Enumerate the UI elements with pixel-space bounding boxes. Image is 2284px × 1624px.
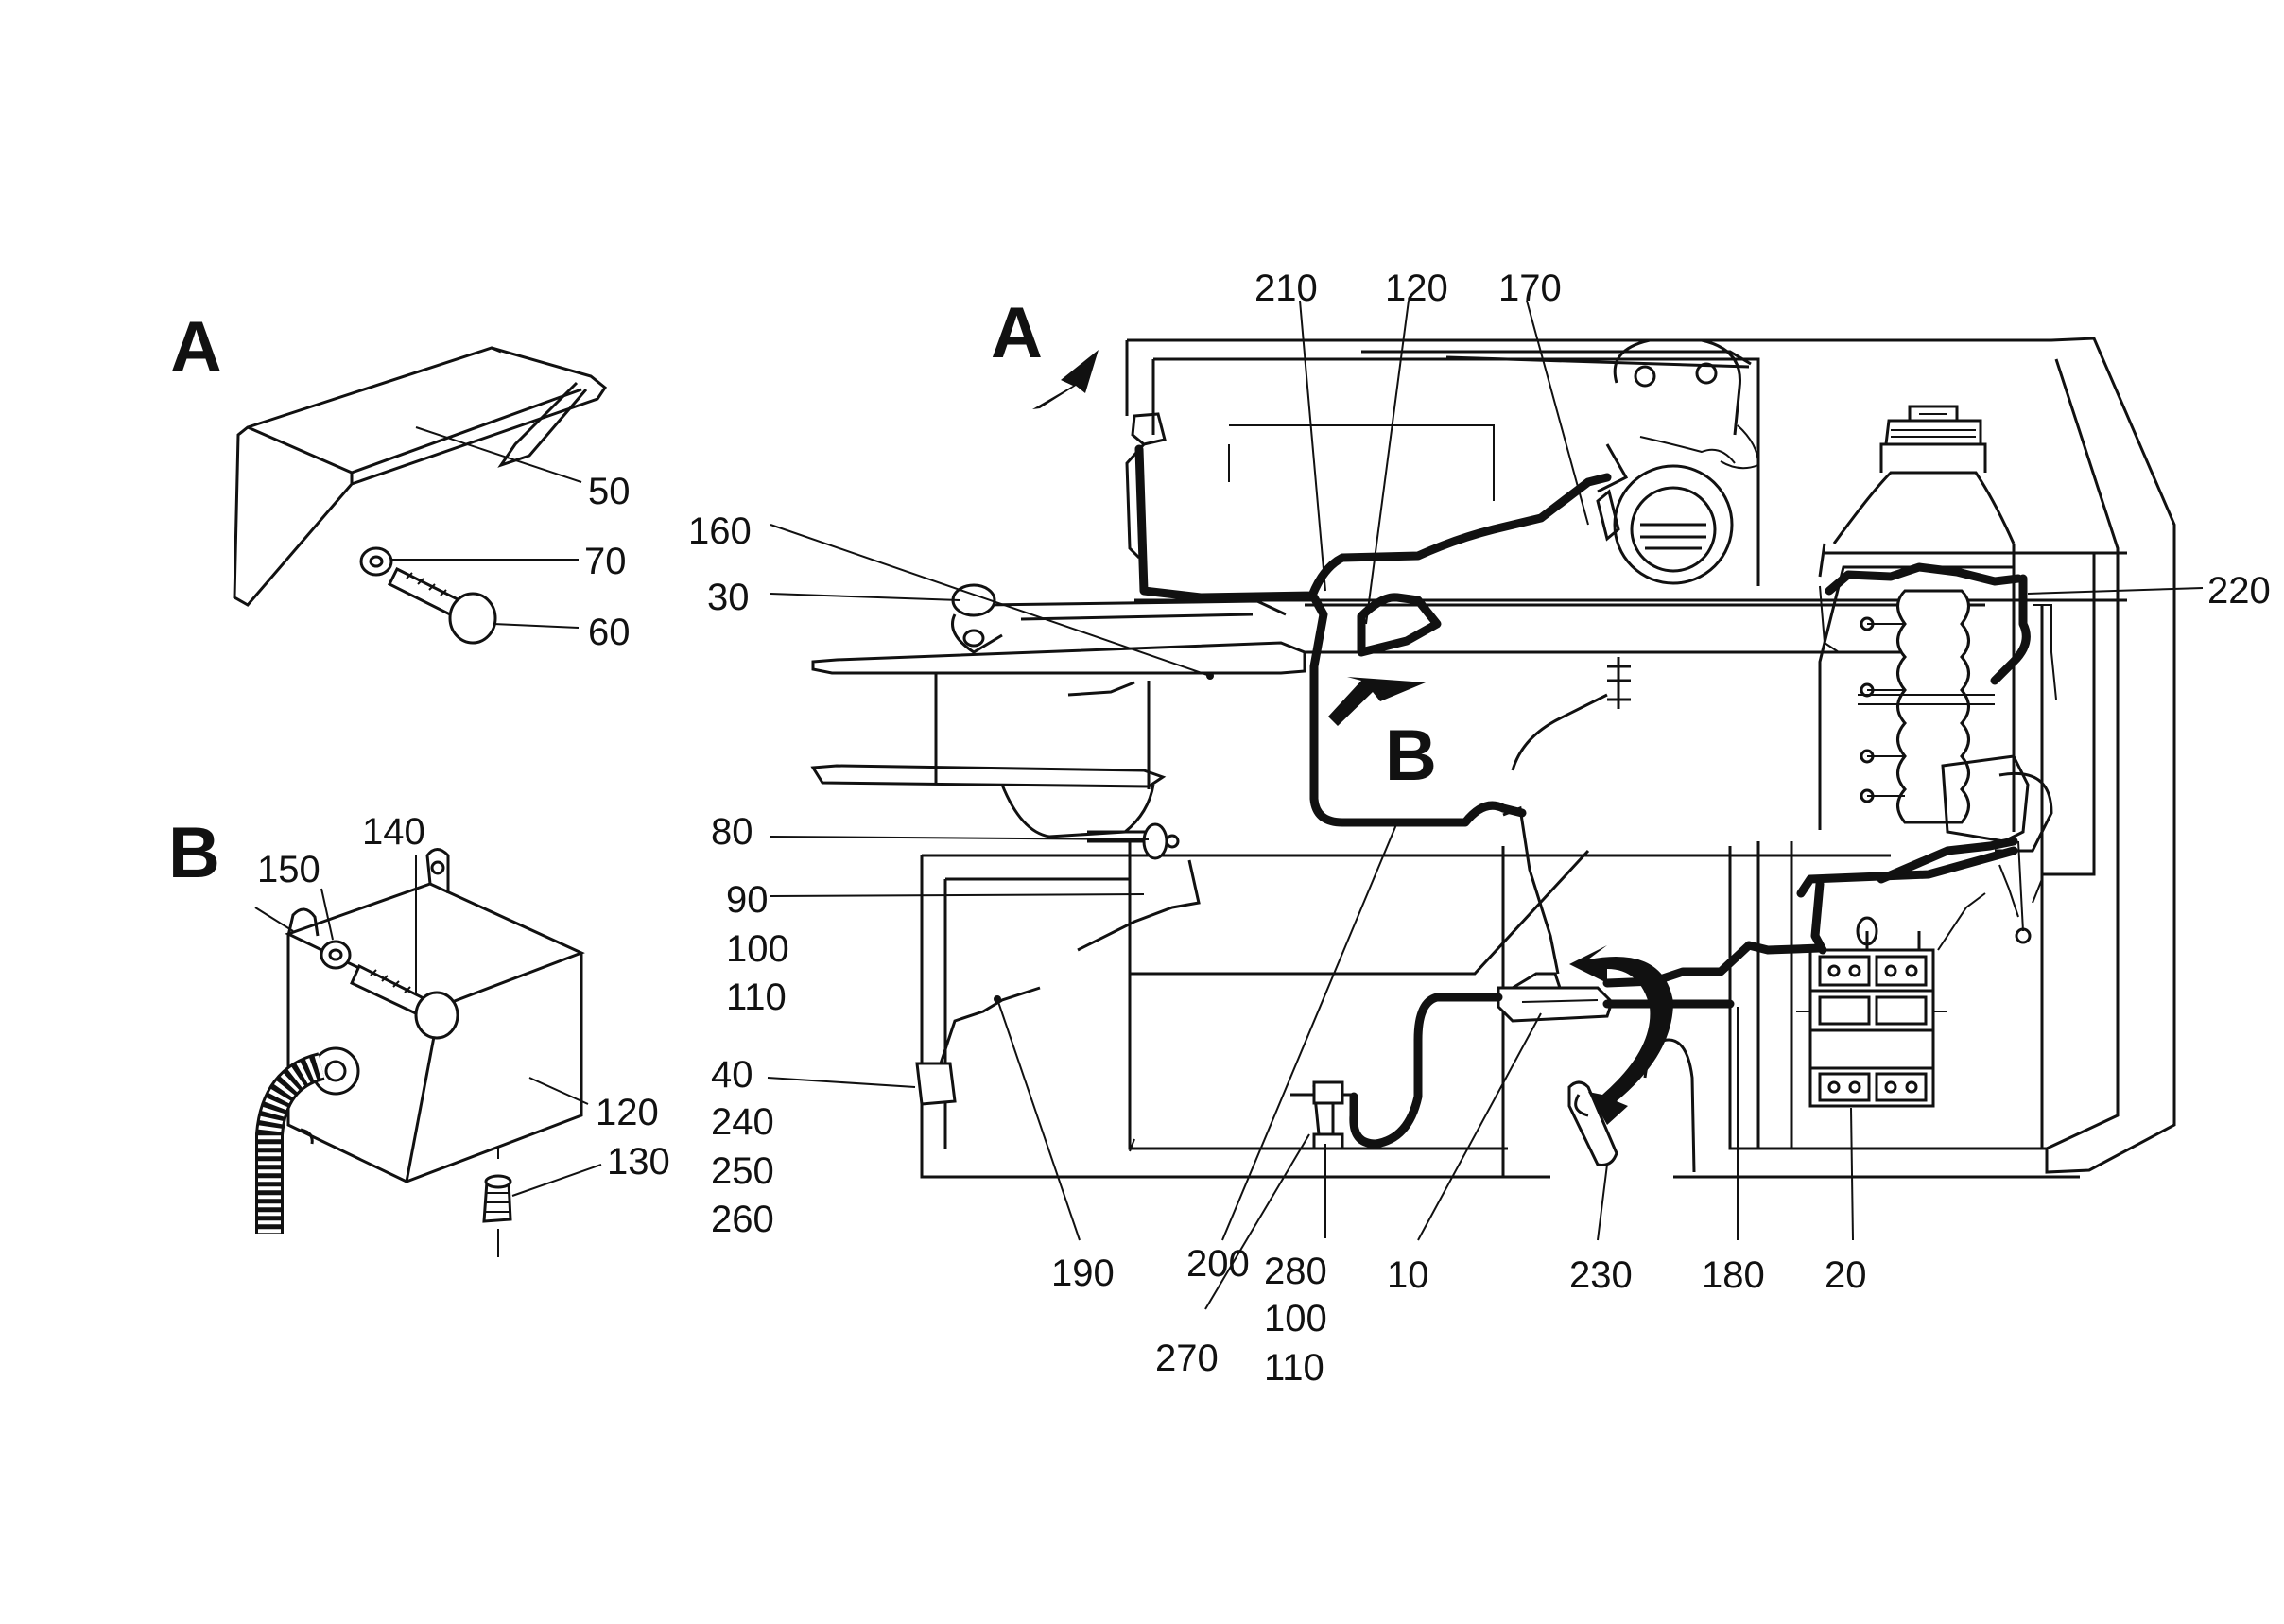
label-180: 180: [1702, 1254, 1765, 1296]
label-270: 270: [1155, 1338, 1219, 1379]
engine-block: [1818, 405, 2053, 944]
box-40: [915, 1062, 957, 1106]
view-arrow-a: [1032, 350, 1099, 409]
label-100-left: 100: [726, 928, 789, 970]
sensor-80: [1142, 822, 1180, 860]
thin-wires: [939, 585, 2057, 1173]
view-letter-a: A: [991, 293, 1043, 373]
label-280: 280: [1264, 1251, 1327, 1292]
label-190: 190: [1051, 1253, 1115, 1294]
detail-b-label-2: 120: [596, 1092, 659, 1133]
label-30: 30: [707, 577, 750, 618]
detail-a-letter: A: [170, 307, 222, 388]
label-10: 10: [1387, 1254, 1429, 1296]
detail-b-letter: B: [168, 813, 220, 893]
engine-cylinders: [1858, 589, 1995, 824]
label-40: 40: [711, 1054, 753, 1096]
rotation-arrow: [1569, 945, 1673, 1125]
pulley-assembly: [810, 412, 1167, 843]
detail-b-leaders: [320, 855, 602, 1197]
label-110-left: 110: [726, 976, 787, 1018]
detail-b-bolt: [350, 963, 459, 1040]
detail-b-label-0: 150: [257, 849, 320, 890]
label-90: 90: [726, 879, 769, 921]
detail-a-label-0: 50: [588, 471, 631, 512]
label-240: 240: [711, 1101, 774, 1143]
label-80: 80: [711, 811, 753, 853]
detail-b-washer: [320, 940, 352, 970]
label-100-bottom: 100: [1264, 1298, 1327, 1339]
label-20: 20: [1825, 1254, 1867, 1296]
view-letter-b: B: [1385, 716, 1437, 796]
detail-b-hose: [255, 1046, 360, 1234]
label-120-top: 120: [1385, 268, 1448, 309]
label-220: 220: [2207, 570, 2271, 612]
label-250: 250: [711, 1150, 774, 1192]
label-170: 170: [1498, 268, 1562, 309]
detail-b: B: [168, 811, 670, 1257]
view-arrow-b: [1328, 677, 1426, 726]
label-200: 200: [1186, 1243, 1250, 1285]
junction-box: [1497, 972, 1614, 1023]
detail-a-label-1: 70: [584, 541, 627, 582]
bracket-280: [1290, 1080, 1352, 1150]
label-260: 260: [711, 1199, 774, 1240]
wiring-cables: [1134, 444, 2031, 1149]
detail-b-plug: [482, 1146, 512, 1257]
relay-panel: [1796, 916, 1947, 1108]
detail-a-leaders: [392, 426, 582, 629]
detail-b-label-1: 140: [362, 811, 425, 853]
detail-b-label-3: 130: [607, 1141, 670, 1183]
detail-a-bolt: [387, 566, 497, 645]
label-230: 230: [1569, 1254, 1633, 1296]
main-assembly: A B: [688, 268, 2271, 1389]
label-110-bottom: 110: [1264, 1347, 1324, 1389]
top-motor: [1596, 338, 1760, 585]
leader-lines: [767, 300, 2204, 1310]
label-160: 160: [688, 510, 752, 552]
sensor-t: [1607, 657, 1631, 709]
detail-a: A 50 70 60: [170, 307, 631, 653]
detail-a-cover: [233, 346, 608, 607]
detail-a-label-2: 60: [588, 612, 631, 653]
label-210: 210: [1254, 268, 1318, 309]
detail-a-washer: [359, 546, 393, 577]
connector-230: [1567, 1080, 1618, 1166]
